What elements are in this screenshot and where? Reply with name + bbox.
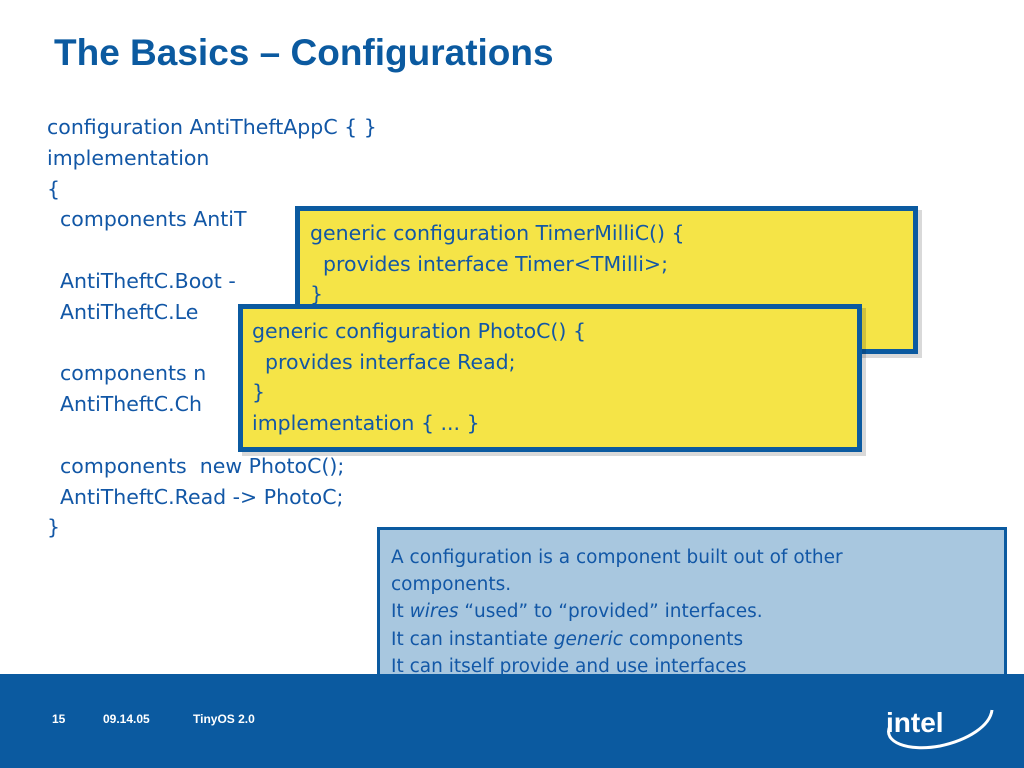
slide-title: The Basics – Configurations [54,32,554,73]
footer-page-number: 15 [52,712,66,726]
callout-line: generic configuration TimerMilliC() { [310,221,685,245]
note-text: “used” to “provided” interfaces. [458,601,763,623]
callout-line: } [252,380,266,404]
note-text: components [622,628,744,650]
callout-line: generic configuration PhotoC() { [252,319,586,343]
photo-config-callout: generic configuration PhotoC() { provide… [238,304,862,452]
callout-line: } [310,282,324,306]
note-line: A configuration is a component built out… [391,547,843,568]
intel-logo: intel [886,707,994,750]
callout-line: provides interface Read; [252,349,516,374]
code-line: } [47,515,61,540]
code-line: components AntiT [47,207,247,232]
footer-date: 09.14.05 [103,712,150,726]
code-line: AntiTheftC.Ch [47,392,202,417]
note-line: components. [391,574,512,596]
callout-line: implementation { ... } [252,410,480,435]
note-text: It can instantiate [391,628,554,650]
code-line: AntiTheftC.Le [47,299,199,324]
note-line: It can instantiate generic components [391,626,992,653]
code-block: configuration AntiTheftAppC { } implemen… [47,112,377,543]
note-line: It wires “used” to “provided” interfaces… [391,598,992,625]
note-emphasis: wires [409,601,459,623]
code-line: components n [47,361,207,386]
note-text: It [391,601,410,623]
svg-text:intel: intel [886,707,944,738]
callout-line: provides interface Timer<TMilli>; [310,251,669,276]
code-line: implementation [47,145,210,170]
note-line: It can itself provide and use interfaces [391,655,747,677]
code-line: { [47,176,61,201]
code-line: AntiTheftC.Boot - [47,268,236,293]
note-emphasis: generic [553,628,623,650]
footer-presentation-name: TinyOS 2.0 [193,712,255,726]
code-line: AntiTheftC.Read -> PhotoC; [47,484,344,509]
code-line: configuration AntiTheftAppC { } [47,115,377,139]
code-line: components new PhotoC(); [47,453,345,478]
footer-bar [0,674,1024,768]
